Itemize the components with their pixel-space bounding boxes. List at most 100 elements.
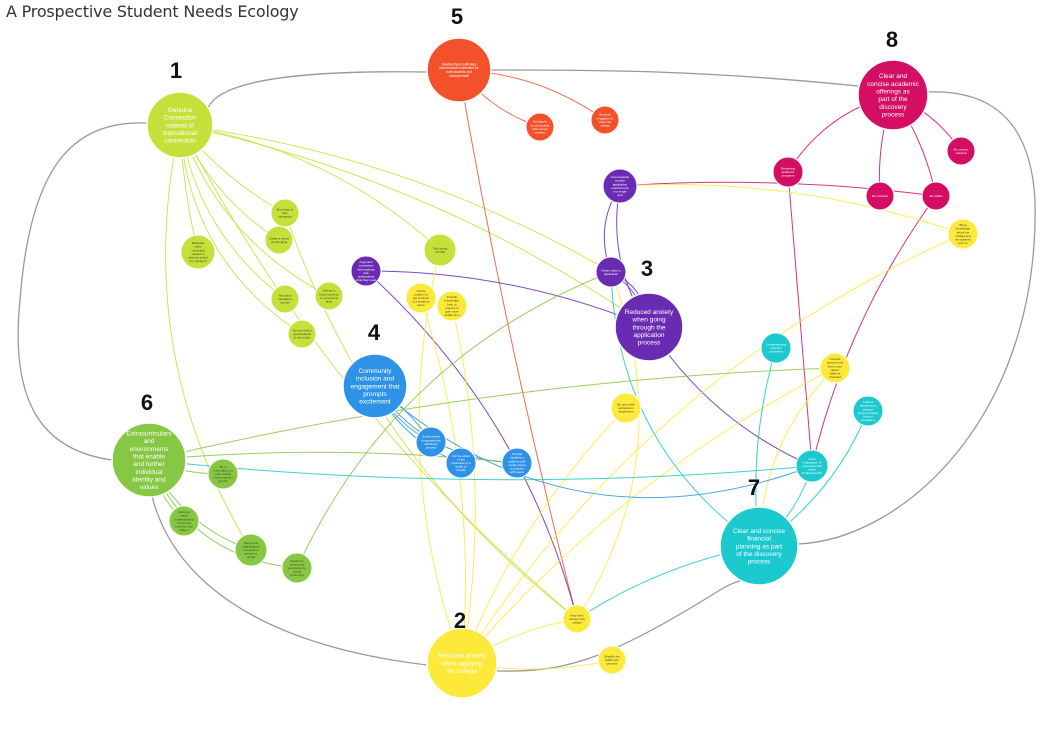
- connection-line-h5-l2f: [458, 69, 578, 620]
- connection-line-l1a-l2f: [284, 212, 578, 620]
- connection-line-h2-l2b: [420, 297, 466, 664]
- connection-line-l2a-l3a: [619, 183, 964, 235]
- connection-line-l3b-l2f: [365, 270, 578, 620]
- leaf-circle-l1e: [270, 284, 300, 314]
- ring-connector-1: [17, 122, 148, 461]
- hub-number-6: 6: [141, 390, 153, 415]
- ring-connector-5: [490, 69, 859, 87]
- leaf-circle-l1b: [264, 225, 294, 255]
- leaf-circle-l8b: [946, 136, 976, 166]
- leaf-circle-l6a: [207, 458, 239, 490]
- ring-connector-6: [207, 71, 428, 109]
- leaf-label-l8c: Be inclusive: [872, 194, 888, 198]
- hub-circle-1: [146, 91, 214, 159]
- connection-line-h1-l3c: [179, 124, 612, 273]
- connection-line-l8d-l7c: [811, 195, 937, 467]
- leaf-label-l8d: Be visible: [930, 194, 943, 198]
- hub-circle-3: [614, 292, 684, 362]
- leaf-node-l8c[interactable]: Be inclusive: [865, 181, 895, 211]
- leaf-node-l8d[interactable]: Be visible: [921, 181, 951, 211]
- hub-circle-2: [426, 627, 498, 699]
- leaf-circle-l3b: [350, 255, 382, 287]
- connection-line-h1-h3: [179, 124, 650, 328]
- leaf-circle-l6c: [234, 533, 268, 567]
- leaf-circle-l7c: [795, 449, 829, 483]
- hub-number-3: 3: [641, 256, 653, 281]
- connection-line-l7c-h6: [148, 459, 813, 481]
- hub-number-2: 2: [454, 608, 466, 633]
- connection-line-h2-l2a: [461, 233, 964, 664]
- leaf-circle-l2e: [819, 352, 851, 384]
- connection-line-h7-l3c: [610, 271, 760, 547]
- leaf-circle-l2d: [610, 392, 642, 424]
- hub-number-4: 4: [368, 320, 381, 345]
- hub-circle-6: [111, 422, 187, 498]
- connection-lines: [17, 69, 1036, 672]
- hub-number-5: 5: [451, 4, 463, 29]
- leaf-circle-l8a: [772, 156, 804, 188]
- hub-circle-5: [426, 37, 492, 103]
- leaf-circle-l1g: [287, 319, 317, 349]
